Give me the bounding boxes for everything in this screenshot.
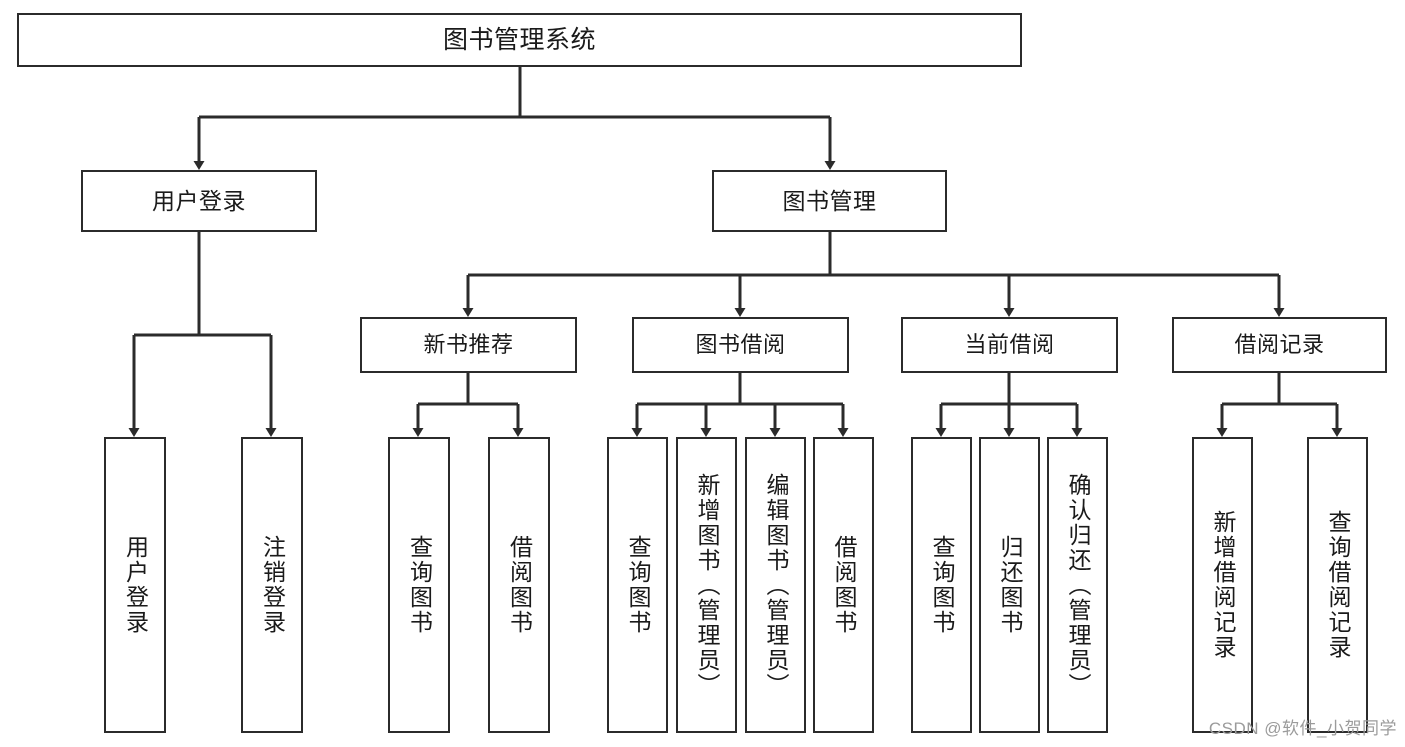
node-leaf-borrow-book-2[interactable]: 借阅图书 bbox=[813, 437, 874, 733]
node-root-book-management-system[interactable]: 图书管理系统 bbox=[17, 13, 1022, 67]
node-label: 查询借阅记录 bbox=[1325, 510, 1351, 660]
node-leaf-add-book[interactable]: 新增图书（管理员） bbox=[676, 437, 737, 733]
node-label: 编辑图书（管理员） bbox=[763, 472, 789, 698]
node-label: 归还图书 bbox=[997, 535, 1023, 635]
node-leaf-query-borrow-record[interactable]: 查询借阅记录 bbox=[1307, 437, 1368, 733]
node-book-manage[interactable]: 图书管理 bbox=[712, 170, 947, 232]
node-leaf-borrow-book-1[interactable]: 借阅图书 bbox=[488, 437, 550, 733]
node-label: 借阅记录 bbox=[1234, 332, 1325, 358]
node-label: 图书管理 bbox=[782, 187, 877, 214]
node-leaf-logout-login[interactable]: 注销登录 bbox=[241, 437, 303, 733]
node-label: 新增图书（管理员） bbox=[694, 472, 720, 698]
node-leaf-add-borrow-record[interactable]: 新增借阅记录 bbox=[1192, 437, 1253, 733]
node-leaf-confirm-return[interactable]: 确认归还（管理员） bbox=[1047, 437, 1108, 733]
node-leaf-edit-book[interactable]: 编辑图书（管理员） bbox=[745, 437, 806, 733]
node-leaf-query-book-3[interactable]: 查询图书 bbox=[911, 437, 972, 733]
node-label: 图书管理系统 bbox=[442, 25, 596, 54]
node-label: 查询图书 bbox=[406, 535, 433, 635]
node-book-borrow[interactable]: 图书借阅 bbox=[632, 317, 849, 373]
node-label: 当前借阅 bbox=[964, 332, 1055, 358]
node-label: 新书推荐 bbox=[423, 332, 514, 358]
node-label: 图书借阅 bbox=[695, 332, 786, 358]
node-leaf-query-book-2[interactable]: 查询图书 bbox=[607, 437, 668, 733]
node-label: 注销登录 bbox=[259, 535, 286, 635]
node-new-book-recommend[interactable]: 新书推荐 bbox=[360, 317, 577, 373]
node-label: 借阅图书 bbox=[831, 535, 857, 635]
node-label: 查询图书 bbox=[929, 535, 955, 635]
node-user-login[interactable]: 用户登录 bbox=[81, 170, 317, 232]
node-current-borrow[interactable]: 当前借阅 bbox=[901, 317, 1118, 373]
node-label: 查询图书 bbox=[625, 535, 651, 635]
node-leaf-query-book-1[interactable]: 查询图书 bbox=[388, 437, 450, 733]
node-label: 新增借阅记录 bbox=[1210, 510, 1236, 660]
node-borrow-record[interactable]: 借阅记录 bbox=[1172, 317, 1387, 373]
node-label: 用户登录 bbox=[122, 535, 149, 635]
node-label: 用户登录 bbox=[152, 187, 246, 214]
node-leaf-user-login[interactable]: 用户登录 bbox=[104, 437, 166, 733]
node-label: 借阅图书 bbox=[506, 535, 533, 635]
node-label: 确认归还（管理员） bbox=[1065, 472, 1091, 698]
node-leaf-return-book[interactable]: 归还图书 bbox=[979, 437, 1040, 733]
